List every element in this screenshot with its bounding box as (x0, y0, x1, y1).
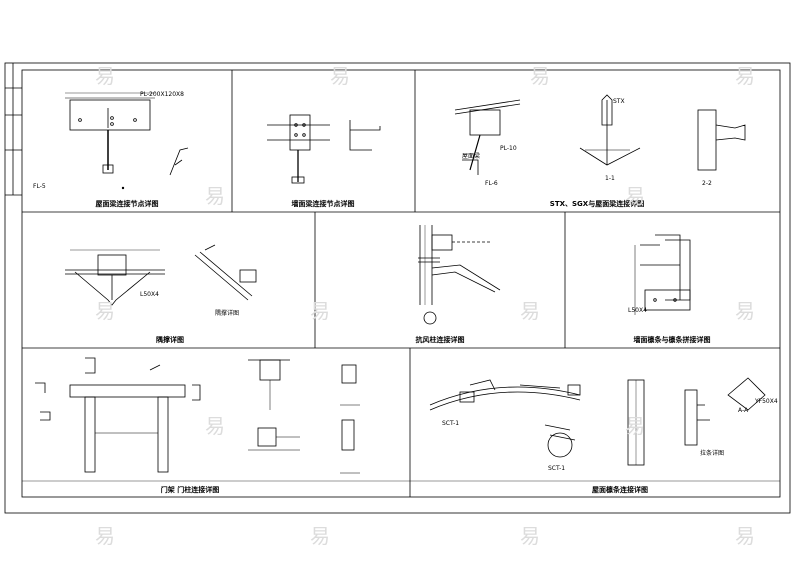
label-h1: SCT-1 (442, 420, 459, 427)
panel-title-2: 墙面梁连接节点详图 (292, 199, 355, 208)
label-a1: FL-5 (33, 183, 46, 190)
label-c4: FL-6 (485, 180, 498, 187)
label-d2: L50X4 (140, 291, 159, 298)
label-f1: L50X4 (628, 307, 647, 314)
panel-title-8: 屋面檩条连接详图 (592, 485, 648, 494)
outer-frame (4, 62, 791, 514)
panel-wall-beam-joint (267, 114, 381, 184)
panel-roof-beam-joint (65, 92, 189, 190)
panel-title-6: 墙面檩条与檩条拼接详图 (634, 335, 711, 344)
label-h3: A-A (738, 407, 749, 414)
panel-wind-column (418, 225, 501, 325)
panel-knee-brace (65, 244, 257, 306)
panel-wall-purlin-splice (634, 234, 691, 315)
panel-title-1: 屋面梁连接节点详图 (96, 199, 159, 208)
label-h5: 拉条详图 (700, 449, 724, 457)
panel-title-7: 门架 门柱连接详图 (161, 485, 219, 494)
panel-title-4: 隅撑详图 (156, 335, 184, 344)
label-c6: 2-2 (702, 180, 712, 187)
inner-frame (21, 69, 781, 498)
label-d1: 隅撑详图 (215, 309, 239, 317)
label-a2: PL-200X120X8 (140, 91, 184, 98)
panel-portal-frame (35, 357, 360, 474)
label-c5: 1-1 (605, 175, 615, 182)
panel-title-3: STX、SGX与屋面梁连接详图 (550, 199, 644, 208)
panel-title-5: 抗风柱连接详图 (416, 335, 465, 344)
label-c2: PL-10 (500, 145, 517, 152)
label-c1: 屋面梁 (462, 152, 480, 160)
label-h2: SCT-1 (548, 465, 565, 472)
label-h4: YF50X4 (754, 398, 778, 405)
panel-roof-purlin (429, 377, 766, 466)
label-c3: STX (613, 98, 625, 105)
panel-stx-sgx (454, 94, 746, 175)
